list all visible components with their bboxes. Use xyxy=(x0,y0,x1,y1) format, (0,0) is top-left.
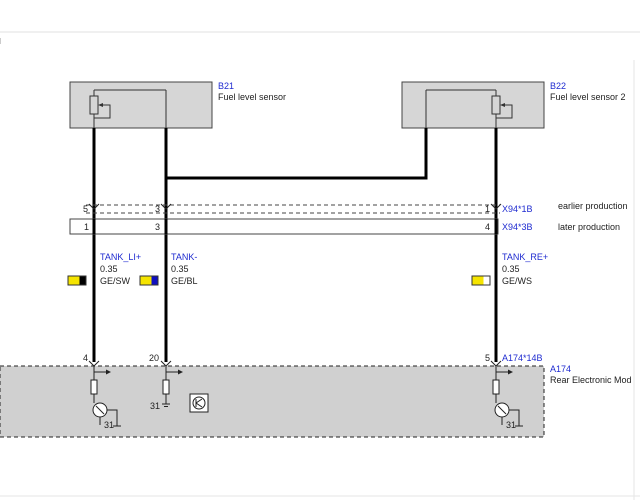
wire-color-swatch xyxy=(471,275,491,286)
component-b21-box xyxy=(69,81,213,129)
wire-signal: TANK- xyxy=(171,252,197,262)
wire-color-swatch xyxy=(139,275,159,286)
connector-x94-1b-pin: 1 xyxy=(485,204,490,214)
wire-tank-minus[interactable] xyxy=(164,128,428,362)
pin-fork-icon xyxy=(88,203,502,210)
component-b22-box xyxy=(401,81,545,129)
potentiometer-icon xyxy=(89,89,167,128)
component-b22-code: B22 xyxy=(550,81,566,91)
internal-circuit-middle: 31 xyxy=(150,366,209,413)
component-a174-name: Rear Electronic Mod xyxy=(550,375,632,385)
connector-x94-3b-pin: 1 xyxy=(84,222,89,232)
ground-label: 31 xyxy=(150,401,160,411)
wire-color: GE/WS xyxy=(502,276,532,286)
component-b22[interactable]: B22 Fuel level sensor 2 xyxy=(401,81,626,129)
component-b21-name: Fuel level sensor xyxy=(218,92,286,102)
connector-x94-1b-note: earlier production xyxy=(558,201,628,211)
connector-x94-3b-box xyxy=(69,218,499,235)
wire-label-tank-re: TANK_RE+ 0.35 GE/WS xyxy=(471,252,548,286)
connector-x94-3b-note: later production xyxy=(558,222,620,232)
connector-a174-14b-pin: 20 xyxy=(149,353,159,363)
connector-x94-1b-code: X94*1B xyxy=(502,204,533,214)
wire-label-tank-li: TANK_LI+ 0.35 GE/SW xyxy=(67,252,141,286)
component-a174[interactable]: A174 Rear Electronic Mod 4 20 5 A174*14B xyxy=(0,353,632,438)
connector-x94-3b[interactable]: 1 3 4 X94*3B later production xyxy=(69,218,620,235)
ground-symbol-icon xyxy=(515,422,523,427)
ground-symbol-icon xyxy=(162,403,170,407)
ground-symbol-icon xyxy=(113,422,121,427)
ground-label: 31 xyxy=(104,420,114,430)
wire-color: GE/BL xyxy=(171,276,198,286)
wire-signal: TANK_RE+ xyxy=(502,252,548,262)
wire-size: 0.35 xyxy=(100,264,118,274)
connector-x94-3b-pin: 4 xyxy=(485,222,490,232)
wire-signal: TANK_LI+ xyxy=(100,252,141,262)
connector-x94-1b-pin: 3 xyxy=(155,204,160,214)
ground-label: 31 xyxy=(506,420,516,430)
connector-a174-14b-pin: 4 xyxy=(83,353,88,363)
component-a174-box xyxy=(0,365,545,438)
potentiometer-icon xyxy=(425,89,513,128)
internal-circuit-right: 31 xyxy=(492,366,523,430)
internal-circuit-left: 31 xyxy=(90,366,121,430)
wire-size: 0.35 xyxy=(502,264,520,274)
connector-x94-3b-code: X94*3B xyxy=(502,222,533,232)
connector-x94-1b[interactable]: 5 3 1 X94*1B earlier production xyxy=(83,201,628,214)
connector-a174-14b-code: A174*14B xyxy=(502,353,543,363)
wire-label-tank-minus: TANK- 0.35 GE/BL xyxy=(139,252,198,286)
component-b22-name: Fuel level sensor 2 xyxy=(550,92,626,102)
connector-a174-14b-pin: 5 xyxy=(485,353,490,363)
component-b21-code: B21 xyxy=(218,81,234,91)
connector-x94-3b-pin: 3 xyxy=(155,222,160,232)
component-b21[interactable]: B21 Fuel level sensor xyxy=(69,81,286,129)
transistor-icon xyxy=(189,393,209,413)
wire-size: 0.35 xyxy=(171,264,189,274)
connector-x94-1b-pin: 5 xyxy=(83,204,88,214)
component-a174-code: A174 xyxy=(550,364,571,374)
wire-color: GE/SW xyxy=(100,276,131,286)
wire-color-swatch xyxy=(67,275,87,286)
